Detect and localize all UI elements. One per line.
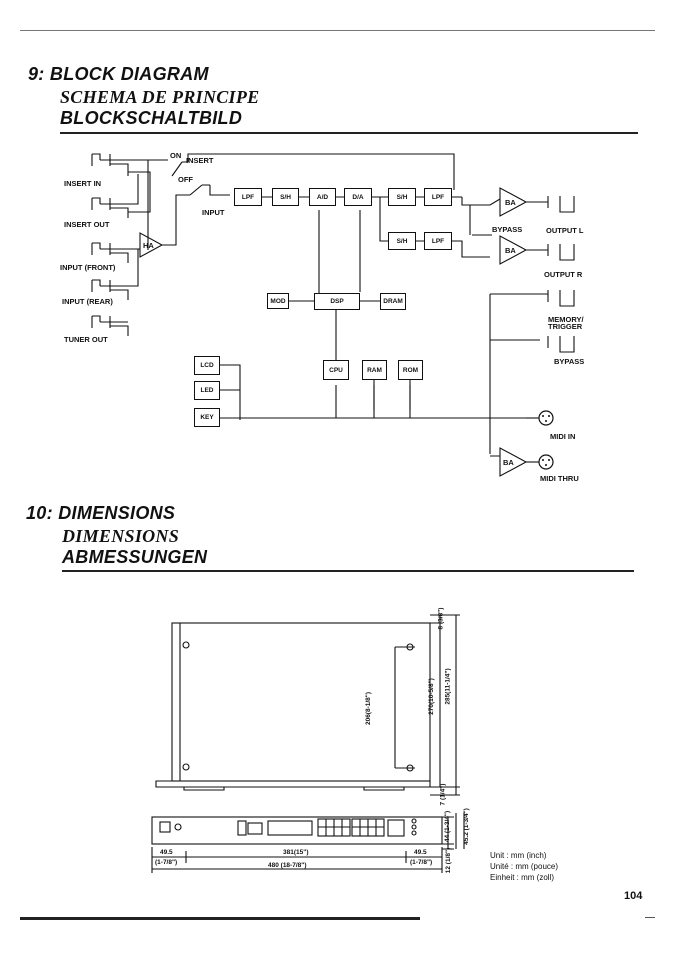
unit-fr: Unité : mm (pouce) bbox=[490, 862, 559, 871]
jack-label-insert-in: INSERT IN bbox=[64, 179, 102, 188]
section9-title-fr: SCHEMA DE PRINCIPE bbox=[60, 87, 260, 107]
block-dsp: DSP bbox=[314, 293, 360, 310]
dim-480: 480 (18-7/8") bbox=[268, 862, 307, 869]
block-diagram: INSERT IN INSERT OUT INPUT (FRONT) INPUT… bbox=[0, 140, 675, 490]
jack-label-input-rear: INPUT (REAR) bbox=[62, 297, 113, 306]
switch-label-input: INPUT bbox=[202, 208, 225, 217]
jack-label-trigger: TRIGGER bbox=[548, 322, 583, 331]
block-sh-out-r: S/H bbox=[388, 232, 416, 250]
dim-8: 8 (3/8") bbox=[437, 607, 445, 630]
block-ad: A/D bbox=[309, 188, 336, 206]
section10-title-fr: DIMENSIONS bbox=[62, 526, 180, 546]
block-ba-l: BA bbox=[505, 198, 516, 207]
block-lpf-out-l: LPF bbox=[424, 188, 452, 206]
jack-label-bypass: BYPASS bbox=[554, 357, 585, 366]
switch-label-insert: INSERT bbox=[186, 156, 214, 165]
dim-206: 206(8-1/8") bbox=[365, 691, 373, 726]
block-ba-thru: BA bbox=[503, 458, 514, 467]
block-sh-out-l: S/H bbox=[388, 188, 416, 206]
unit-en: Unit : mm (inch) bbox=[490, 851, 547, 860]
dim-49-5-left-inch: (1-7/8") bbox=[155, 859, 178, 866]
dimensions-drawing: 206(8-1/8") 270(10-5/8") 285(11-1/4") 8 … bbox=[0, 595, 675, 895]
bottom-rule-tail bbox=[645, 917, 655, 918]
switch-label-on: ON bbox=[170, 151, 182, 160]
page-number: 104 bbox=[624, 890, 643, 902]
dim-49-5-right-inch: (1-7/8") bbox=[410, 859, 433, 866]
jack-label-tuner-out: TUNER OUT bbox=[64, 335, 108, 344]
jack-label-output-l: OUTPUT L bbox=[546, 226, 584, 235]
block-dram: DRAM bbox=[380, 293, 406, 310]
dimensions-lines bbox=[151, 614, 465, 873]
jack-label-output-r: OUTPUT R bbox=[544, 270, 583, 279]
section9-rule bbox=[60, 132, 638, 134]
dim-285: 285(11-1/4") bbox=[444, 668, 452, 705]
top-rule bbox=[20, 30, 655, 31]
bottom-rule bbox=[20, 917, 420, 920]
unit-de: Einheit : mm (zoll) bbox=[490, 873, 555, 882]
block-ram: RAM bbox=[362, 360, 387, 380]
dim-49-5-right: 49.5 bbox=[414, 849, 427, 856]
jack-label-midi-thru: MIDI THRU bbox=[540, 474, 579, 483]
section10-title-de: ABMESSUNGEN bbox=[62, 547, 208, 567]
dim-44: 44 (1-3/4") bbox=[444, 810, 452, 843]
block-sh-in: S/H bbox=[272, 188, 299, 206]
jack-label-memory: MEMORY/ bbox=[548, 315, 584, 324]
switch-label-bypass: BYPASS bbox=[492, 225, 523, 234]
section9-title-de: BLOCKSCHALTBILD bbox=[60, 108, 243, 128]
block-mod: MOD bbox=[267, 293, 289, 309]
block-lpf-out-r: LPF bbox=[424, 232, 452, 250]
switch-label-off: OFF bbox=[178, 175, 193, 184]
block-lpf-in: LPF bbox=[234, 188, 262, 206]
block-diagram-wiring bbox=[91, 153, 575, 477]
dim-7: 7 (1/4") bbox=[439, 783, 447, 806]
dim-12: 12 (1/8") bbox=[445, 847, 453, 874]
section9-title-en: 9: BLOCK DIAGRAM bbox=[28, 64, 209, 84]
dim-270: 270(10-5/8") bbox=[427, 678, 435, 715]
block-led: LED bbox=[194, 381, 220, 400]
dim-45-2: 45.2 (1-3/4") bbox=[462, 808, 470, 845]
block-rom: ROM bbox=[398, 360, 423, 380]
section10-rule bbox=[62, 570, 634, 572]
block-ha: HA bbox=[143, 241, 154, 250]
section10-title-en: 10: DIMENSIONS bbox=[26, 503, 176, 523]
block-ba-r: BA bbox=[505, 246, 516, 255]
dim-49-5-left: 49.5 bbox=[160, 849, 173, 856]
block-key: KEY bbox=[194, 408, 220, 427]
block-da: D/A bbox=[344, 188, 372, 206]
jack-label-insert-out: INSERT OUT bbox=[64, 220, 110, 229]
jack-label-input-front: INPUT (FRONT) bbox=[60, 263, 116, 272]
block-lcd: LCD bbox=[194, 356, 220, 375]
dim-381: 381(15") bbox=[283, 849, 309, 856]
block-cpu: CPU bbox=[323, 360, 349, 380]
jack-label-midi-in: MIDI IN bbox=[550, 432, 576, 441]
